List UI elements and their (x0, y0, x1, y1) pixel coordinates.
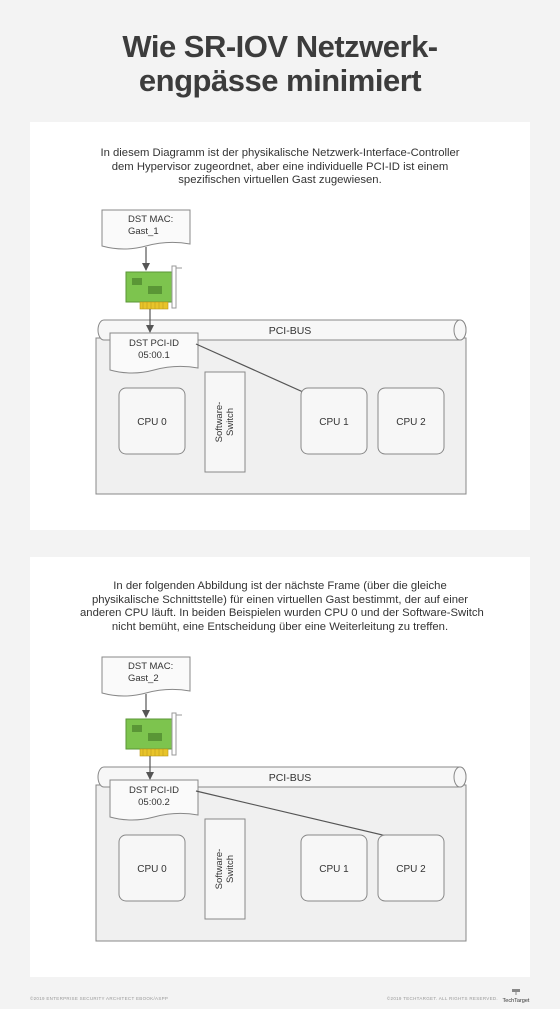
software-switch-label-2: Switch (225, 855, 236, 883)
sr-iov-diagram-1: PCI-BUS DST MAC: Gast_1 DST PCI-ID 05:00 (95, 209, 467, 495)
panel-2-description: In der folgenden Abbildung ist der nächs… (80, 580, 484, 634)
diagram-panel-2: In der folgenden Abbildung ist der nächs… (30, 557, 530, 977)
dst-mac-value: Gast_1 (128, 226, 159, 237)
nic-card-icon (125, 265, 182, 310)
sr-iov-diagram-2: PCI-BUS DST MAC: Gast_2 DST PCI-ID 05:00… (95, 656, 467, 942)
cpu-1-box (300, 834, 368, 902)
title-line-2: engpässe minimiert (138, 63, 422, 98)
cpu-0-box (118, 834, 186, 902)
dst-mac-document (101, 209, 191, 250)
dst-pci-label: DST PCI-ID (129, 338, 179, 349)
pci-bus-label: PCI-BUS (269, 772, 312, 784)
software-switch-label-1: Software- (214, 402, 225, 443)
cpu-0-box (118, 387, 186, 455)
cpu-2-box (377, 387, 445, 455)
cpu-2-label: CPU 2 (396, 417, 426, 428)
dst-mac-document (101, 656, 191, 697)
cpu-1-label: CPU 1 (319, 417, 349, 428)
dst-pci-label: DST PCI-ID (129, 785, 179, 796)
dst-mac-label: DST MAC: (128, 214, 173, 225)
cpu-1-box (300, 387, 368, 455)
software-switch-box (204, 818, 246, 920)
logo-text: TechTarget (503, 998, 530, 1004)
cpu-0-label: CPU 0 (137, 417, 167, 428)
cpu-0-label: CPU 0 (137, 864, 167, 875)
dst-pci-document (109, 332, 199, 374)
techtarget-logo: TechTarget (503, 989, 530, 1004)
description-line: In diesem Diagramm ist der physikalische… (100, 147, 460, 159)
software-switch-box (204, 371, 246, 473)
cpu-2-label: CPU 2 (396, 864, 426, 875)
dst-pci-value: 05:00.1 (138, 350, 170, 361)
footer-copyright: ©2019 TechTarget. All rights reserved. (386, 996, 498, 1001)
cpu-1-label: CPU 1 (319, 864, 349, 875)
arrow-pci-to-target-cpu (195, 790, 413, 845)
diagram-panel-1: In diesem Diagramm ist der physikalische… (30, 122, 530, 530)
title-line-1: Wie SR-IOV Netzwerk- (122, 29, 438, 64)
software-switch-label-1: Software- (214, 849, 225, 890)
description-line: nicht bemüht, eine Entscheidung über ein… (111, 620, 449, 633)
dst-mac-value: Gast_2 (128, 673, 159, 684)
description-line: dem Hypervisor zugeordnet, aber eine ind… (111, 160, 449, 173)
nic-card-icon (125, 712, 182, 757)
software-switch-label-2: Switch (225, 408, 236, 436)
dst-pci-value: 05:00.2 (138, 797, 170, 808)
description-line: spezifischen virtuellen Gast zugewiesen. (178, 174, 382, 186)
description-line: In der folgenden Abbildung ist der nächs… (113, 580, 447, 592)
description-line: anderen CPU läuft. In beiden Beispielen … (80, 607, 484, 619)
cpu-2-box (377, 834, 445, 902)
footer-source: ©2019 Enterprise Security Architect Eboo… (30, 996, 169, 1001)
pci-bus-label: PCI-BUS (269, 325, 312, 337)
page-title: Wie SR-IOV Netzwerk- engpässe minimiert (0, 30, 560, 98)
dst-mac-label: DST MAC: (128, 661, 173, 672)
dst-pci-document (109, 779, 199, 821)
panel-1-description: In diesem Diagramm ist der physikalische… (80, 147, 480, 188)
description-line: physikalische Schnittstelle) für einen v… (91, 593, 469, 606)
